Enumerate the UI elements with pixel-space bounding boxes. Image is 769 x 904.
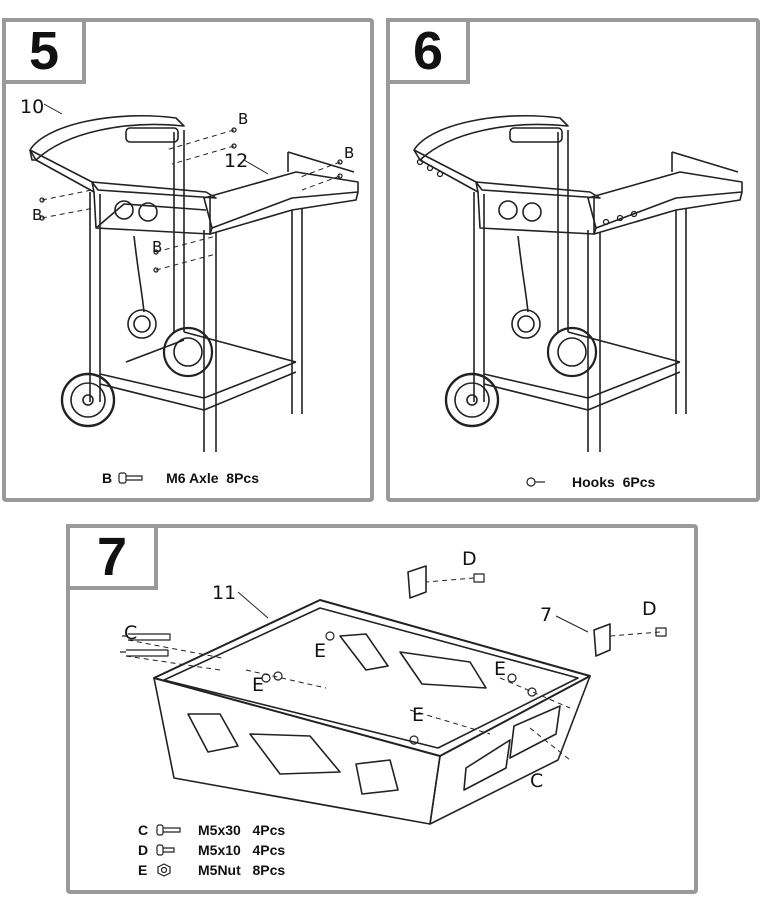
part-description: M5x30 4Pcs [198,822,286,838]
part-letter: E [138,862,148,878]
callout-fastener-e: E [494,658,507,680]
part-description: M5Nut 8Pcs [198,862,286,878]
firebox-illustration-step7 [120,565,667,825]
callout-part-10: 10 [20,96,45,118]
parts-list-item: B M6 Axle 8Pcs [102,470,259,486]
parts-list-item: E M5Nut 8Pcs [138,862,285,878]
axle-bolt-icon [118,472,143,484]
callout-fastener-c: C [530,770,544,792]
callout-fastener-d: D [642,598,657,620]
hook-icon [526,477,545,487]
part-letter: C [138,822,149,838]
callout-fastener-d: D [462,548,477,570]
part-description: Hooks 6Pcs [572,474,656,490]
callout-part-11: 11 [212,582,237,604]
bolt-icon [156,844,175,856]
part-letter: B [102,470,113,486]
callout-part-7: 7 [540,604,553,626]
callout-part-12: 12 [224,150,249,172]
grill-cart-illustration-step6 [413,115,743,452]
callout-fastener-e: E [314,640,327,662]
parts-list-item: C M5x30 4Pcs [138,822,285,838]
callout-fastener-b: B [32,206,43,224]
callout-fastener-b: B [152,238,163,256]
nut-icon [157,863,171,877]
parts-list-item: D M5x10 4Pcs [138,842,285,858]
part-description: M6 Axle 8Pcs [166,470,259,486]
callout-fastener-e: E [412,704,425,726]
callout-fastener-c: C [124,622,138,644]
callout-fastener-b: B [238,110,249,128]
step-5-number: 5 [2,18,86,84]
step-6-number: 6 [386,18,470,84]
callout-fastener-b: B [344,144,355,162]
step-7-number: 7 [66,524,158,590]
bolt-icon [156,824,181,836]
callout-fastener-e: E [252,674,265,696]
step-6-panel: 6 [386,18,760,502]
part-description: M5x10 4Pcs [198,842,286,858]
step-5-panel: 5 [2,18,374,502]
grill-cart-illustration-step5 [29,103,359,452]
parts-list-item: Hooks 6Pcs [520,474,655,490]
part-letter: D [138,842,149,858]
step-7-panel: 7 [66,524,698,894]
